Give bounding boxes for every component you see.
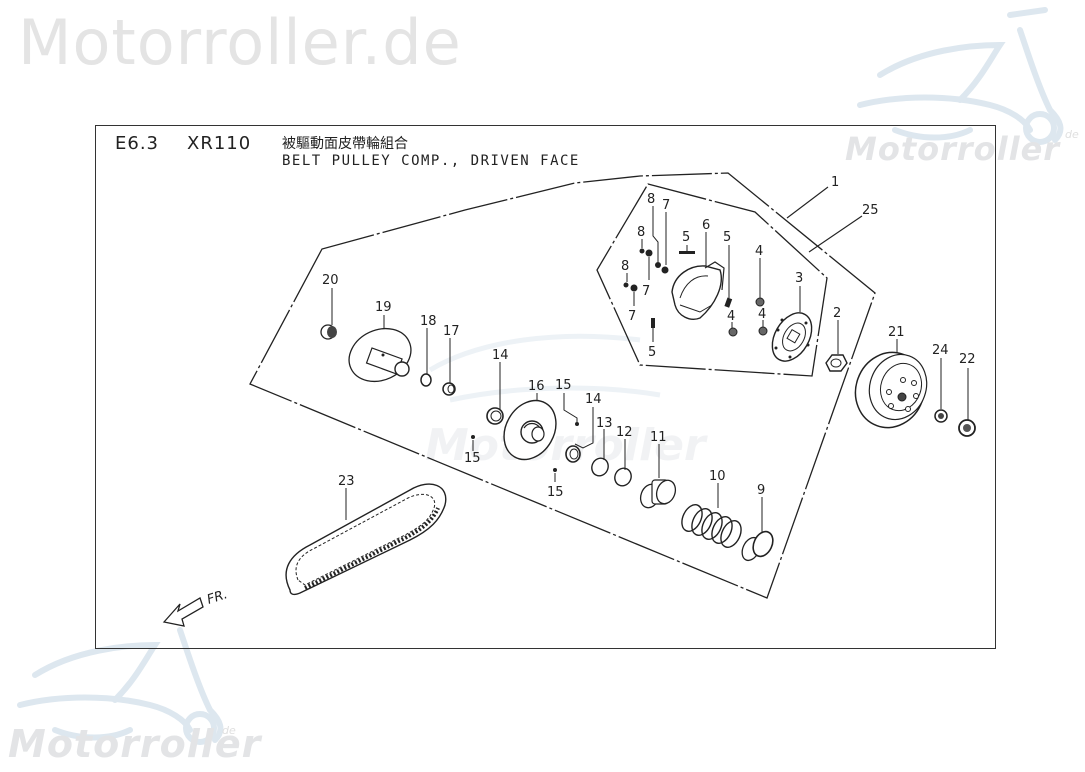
ref-label-25: 25 [862, 203, 879, 218]
watermark-logo-bottom-left: Motorroller de [0, 620, 260, 768]
ref-label-23: 23 [338, 474, 355, 489]
part-19-fixed-driven-face [348, 315, 412, 383]
front-direction-arrow-icon [162, 597, 204, 627]
watermark-logo-top-right: Motorroller de [840, 0, 1085, 170]
part-7-damper-c [630, 284, 638, 306]
part-8-clip-c [623, 273, 629, 288]
part-22-nut [958, 368, 976, 437]
part-24-washer [934, 358, 948, 423]
part-6-clutch-shoe [671, 232, 725, 320]
ref-label-17: 17 [443, 324, 460, 339]
ref-label-15-left: 15 [464, 451, 481, 466]
diagram-frame [95, 125, 996, 649]
ref-label-4-top: 4 [755, 244, 763, 259]
group-outline-inner [596, 183, 828, 377]
part-15-guide-pin-b [563, 393, 579, 426]
section-code: E6.3 [115, 133, 159, 154]
center-watermark: Motorroller [425, 333, 708, 471]
ref-label-15-bottom: 15 [547, 485, 564, 500]
ref-label-1: 1 [831, 175, 839, 190]
part-4-washer-left [728, 322, 738, 337]
ref-label-22: 22 [959, 352, 976, 367]
scooter-watermark-icon [17, 627, 224, 745]
part-4-washer-top [755, 258, 765, 307]
part-20-needle-bearing [320, 288, 337, 340]
part-5-spring-bottom [651, 318, 655, 342]
ref-label-4-left: 4 [727, 309, 735, 324]
watermark-logo-suffix: de [1065, 128, 1079, 141]
part-15-guide-pin-a [471, 435, 475, 451]
ref-label-7-c: 7 [628, 309, 636, 324]
watermark-logo-text: Motorroller [8, 722, 262, 766]
part-8-clip-b [639, 239, 645, 254]
title-english: BELT PULLEY COMP., DRIVEN FACE [282, 153, 580, 169]
ref-label-3: 3 [795, 271, 803, 286]
ref-label-9: 9 [757, 483, 765, 498]
ref-label-11: 11 [650, 430, 667, 445]
ref-label-8-b: 8 [637, 225, 645, 240]
ref-label-5-top: 5 [682, 230, 690, 245]
part-14-oil-seal-upper [486, 362, 504, 425]
model-name: XR110 [187, 133, 252, 154]
ref-label-6: 6 [702, 218, 710, 233]
part-14-oil-seal-lower [565, 407, 594, 463]
part-23-drive-belt [285, 483, 447, 596]
ref-label-20: 20 [322, 273, 339, 288]
ref-label-5-right: 5 [723, 230, 731, 245]
ref-label-8-a: 8 [647, 192, 655, 207]
ref-label-13: 13 [596, 416, 613, 431]
scooter-watermark-icon [857, 7, 1064, 145]
part-3-clutch-plate [771, 286, 813, 362]
part-8-clip-a [652, 206, 661, 268]
part-15-guide-pin-c [553, 468, 557, 482]
part-5-spring-top [679, 245, 695, 254]
ref-label-15-top: 15 [555, 378, 572, 393]
watermark-top-text: Motorroller.de [18, 6, 462, 79]
part-11-seal-collar [639, 444, 677, 509]
part-7-damper-a [661, 212, 669, 274]
ref-label-18: 18 [420, 314, 437, 329]
part-2-nut [825, 320, 848, 372]
ref-label-5-bottom: 5 [648, 345, 656, 360]
ref-label-24: 24 [932, 343, 949, 358]
part-16-movable-driven-face [503, 393, 557, 461]
title-chinese: 被驅動面皮帶輪組合 [282, 136, 408, 152]
ref-label-8-c: 8 [621, 259, 629, 274]
ref-label-7-b: 7 [642, 284, 650, 299]
part-21-clutch-bell [854, 339, 928, 429]
ref-label-21: 21 [888, 325, 905, 340]
part-12-o-ring [614, 439, 632, 487]
part-18-circlip [420, 328, 432, 387]
part-13-o-ring [591, 429, 609, 477]
group-outline-outer [249, 172, 876, 599]
part-9-spring-seat [741, 497, 774, 562]
ref-label-14-lower: 14 [585, 392, 602, 407]
ref-label-7-a: 7 [662, 198, 670, 213]
part-7-damper-b [645, 249, 653, 280]
watermark-logo-text: Motorroller [845, 130, 1061, 168]
svg-text:Motorroller: Motorroller [425, 420, 708, 471]
watermark-logo-suffix: de [222, 724, 236, 737]
ref-label-10: 10 [709, 469, 726, 484]
part-4-washer-right [758, 320, 768, 336]
ref-label-4-right: 4 [758, 307, 766, 322]
part-5-spring-right [724, 245, 733, 308]
part-10-compression-spring [681, 483, 742, 548]
ref-label-16: 16 [528, 379, 545, 394]
part-17-bearing [442, 338, 456, 396]
ref-label-19: 19 [375, 300, 392, 315]
ref-label-14-upper: 14 [492, 348, 509, 363]
ref-label-2: 2 [833, 306, 841, 321]
ref-label-12: 12 [616, 425, 633, 440]
